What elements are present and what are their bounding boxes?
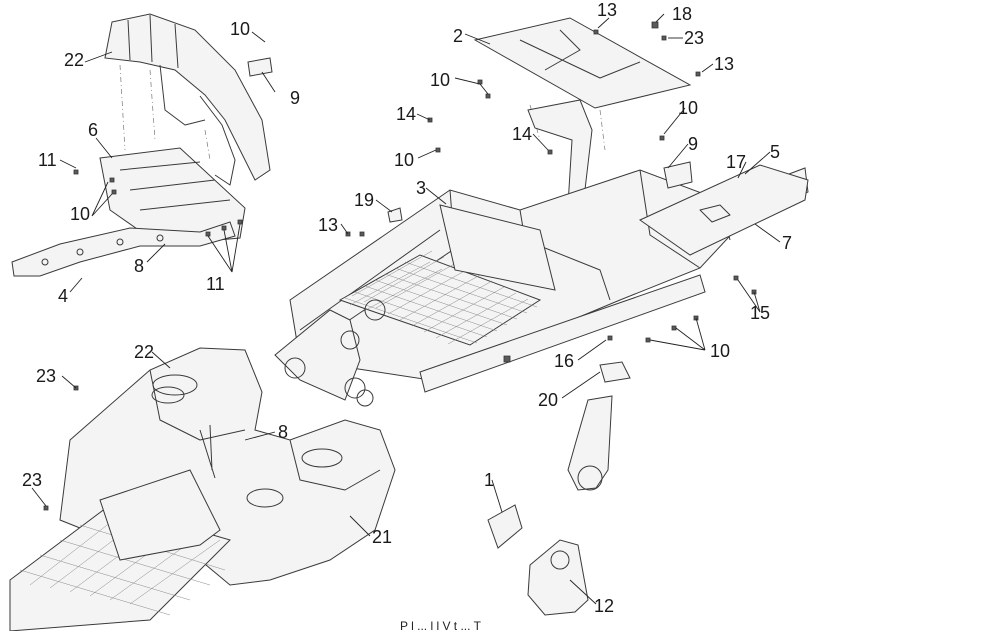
- callout-22b: 22: [134, 342, 154, 362]
- callout-18: 18: [672, 4, 692, 24]
- callout-20: 20: [538, 390, 558, 410]
- callout-9a: 9: [290, 88, 300, 108]
- callout-19: 19: [354, 190, 374, 210]
- callout-6: 6: [88, 120, 98, 140]
- assembled-view: [9, 347, 396, 631]
- callout-22a: 22: [64, 50, 84, 70]
- callout-3: 3: [416, 178, 426, 198]
- callout-10c: 10: [430, 70, 450, 90]
- callout-10b: 10: [70, 204, 90, 224]
- callout-23c: 23: [22, 470, 42, 490]
- callout-11b: 11: [206, 274, 225, 294]
- callout-21: 21: [372, 527, 392, 547]
- footer-caption: P l ... l l V t ... T: [400, 619, 482, 631]
- callouts: 22 10 9 6 11 10 8 4 11 2 13 18 23 13 10 …: [22, 0, 792, 616]
- callout-10f: 10: [710, 341, 730, 361]
- callout-13b: 13: [714, 54, 734, 74]
- main-frame-assembly: [274, 17, 809, 616]
- callout-12: 12: [594, 596, 614, 616]
- callout-16: 16: [554, 351, 574, 371]
- callout-8a: 8: [134, 256, 144, 276]
- callout-17: 17: [726, 152, 746, 172]
- callout-14a: 14: [396, 104, 416, 124]
- callout-2: 2: [453, 26, 463, 46]
- callout-5: 5: [770, 142, 780, 162]
- callout-9b: 9: [688, 134, 698, 154]
- callout-11a: 11: [38, 150, 57, 170]
- callout-13c: 13: [318, 215, 338, 235]
- callout-14b: 14: [512, 124, 532, 144]
- callout-4: 4: [58, 286, 68, 306]
- leader-lines: [31, 13, 781, 605]
- callout-10e: 10: [394, 150, 414, 170]
- callout-8b: 8: [278, 422, 288, 442]
- callout-1: 1: [484, 470, 494, 490]
- callout-23b: 23: [36, 366, 56, 386]
- callout-13a: 13: [597, 0, 617, 20]
- callout-10a: 10: [230, 19, 250, 39]
- callout-15: 15: [750, 303, 770, 323]
- fender-subassembly: [11, 13, 273, 277]
- callout-7: 7: [782, 233, 792, 253]
- callout-23a: 23: [684, 28, 704, 48]
- callout-10d: 10: [678, 98, 698, 118]
